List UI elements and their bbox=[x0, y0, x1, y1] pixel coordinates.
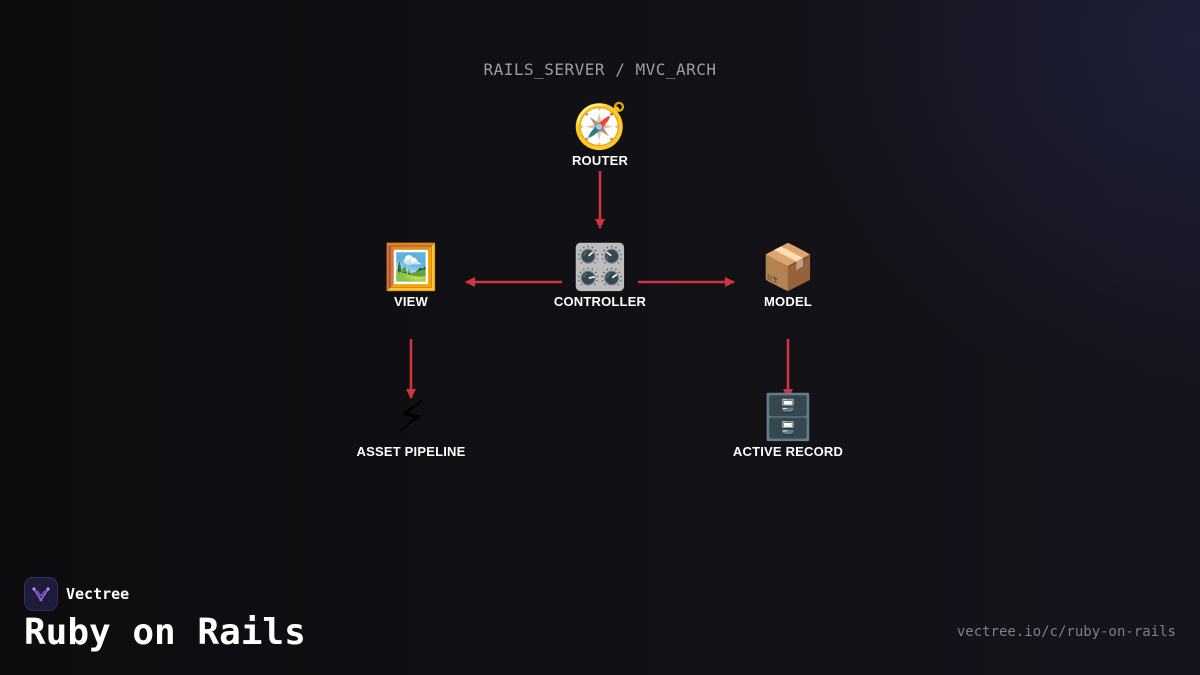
node-label-asset-pipeline: ASSET PIPELINE bbox=[356, 444, 466, 459]
node-label-view: VIEW bbox=[393, 294, 429, 309]
node-asset-pipeline: ⚡ ASSET PIPELINE bbox=[331, 392, 491, 459]
page-title: Ruby on Rails bbox=[24, 612, 306, 653]
node-active-record: 🗄️ ACTIVE RECORD bbox=[708, 392, 868, 459]
package-icon: 📦 bbox=[760, 242, 816, 293]
node-controller: 🎛️ CONTROLLER bbox=[520, 242, 680, 309]
brand: Vectree bbox=[24, 577, 129, 611]
node-label-active-record: ACTIVE RECORD bbox=[732, 444, 844, 459]
node-router: 🧭 ROUTER bbox=[520, 101, 680, 168]
vectree-logo-icon bbox=[24, 577, 58, 611]
brand-name: Vectree bbox=[66, 585, 130, 603]
framed-picture-icon: 🖼️ bbox=[383, 242, 439, 293]
node-view: 🖼️ VIEW bbox=[331, 242, 491, 309]
node-label-model: MODEL bbox=[764, 294, 812, 309]
control-knobs-icon: 🎛️ bbox=[572, 242, 628, 293]
diagram-title: RAILS_SERVER / MVC_ARCH bbox=[483, 60, 717, 79]
file-cabinet-icon: 🗄️ bbox=[760, 392, 816, 443]
page-url[interactable]: vectree.io/c/ruby-on-rails bbox=[956, 624, 1176, 640]
compass-icon: 🧭 bbox=[572, 101, 628, 152]
node-label-controller: CONTROLLER bbox=[553, 294, 647, 309]
node-model: 📦 MODEL bbox=[708, 242, 868, 309]
node-label-router: ROUTER bbox=[571, 153, 629, 168]
lightning-icon: ⚡ bbox=[395, 392, 427, 443]
